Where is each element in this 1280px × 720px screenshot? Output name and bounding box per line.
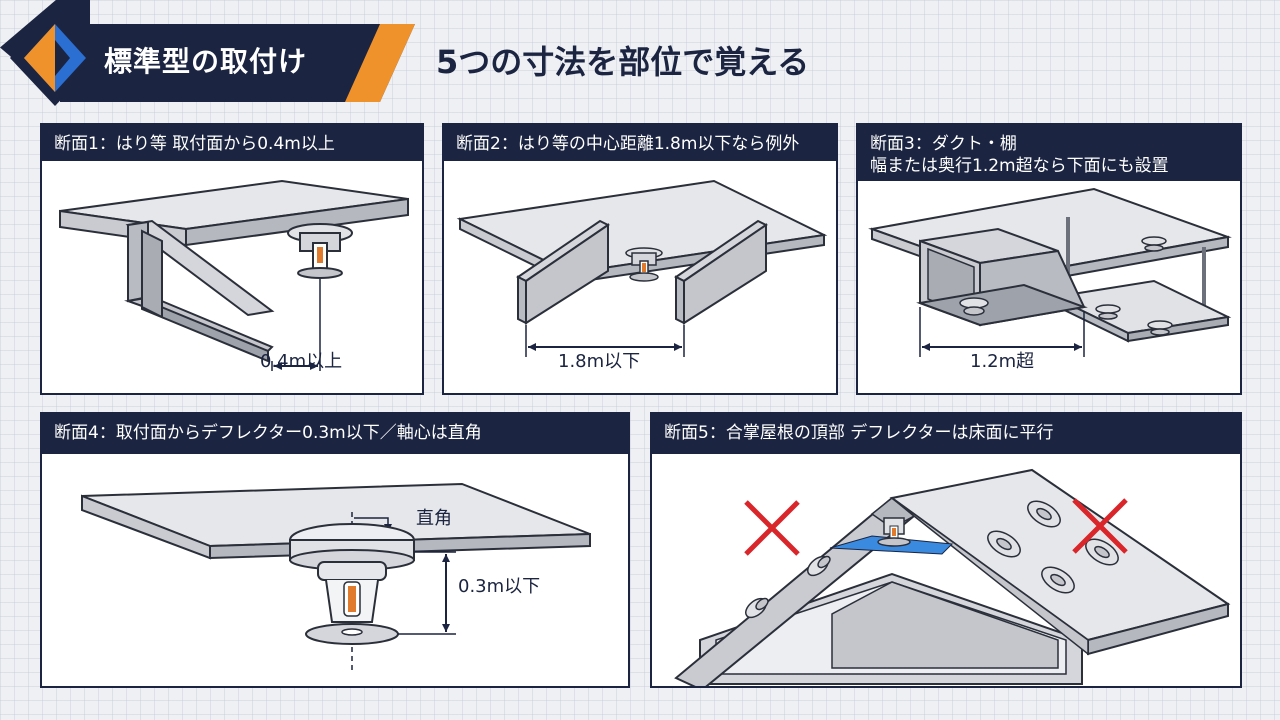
title-banner-accent — [345, 24, 415, 102]
page-title: 標準型の取付け — [104, 45, 308, 78]
panel-1-illustration — [59, 179, 409, 371]
sprinkler-head-icon — [1041, 566, 1075, 594]
panel-4-angle-label: 直角 — [416, 508, 452, 529]
panel-5-illustration — [674, 468, 1231, 686]
page-subtitle: 5つの寸法を部位で覚える — [436, 43, 810, 81]
panel-1-heading-text: 断面1：はり等 取付面から0.4m以上 — [54, 134, 335, 154]
panel-4-heading: 断面4：取付面からデフレクター0.3m以下／軸心は直角 — [42, 414, 628, 454]
sprinkler-head-icon — [1027, 500, 1061, 528]
panel-5-heading: 断面5：合掌屋根の頂部 デフレクターは床面に平行 — [652, 414, 1240, 454]
sprinkler-head-icon — [959, 297, 989, 316]
wrong-mark-x-icon — [744, 500, 800, 556]
sprinkler-head-icon — [807, 555, 831, 577]
panel-2-illustration — [456, 179, 828, 357]
header-banner — [0, 0, 415, 106]
panel-section-5: 断面5：合掌屋根の頂部 デフレクターは床面に平行 — [650, 412, 1242, 688]
panel-1-dimension-label: 0.4m以上 — [260, 351, 343, 372]
panel-section-1: 断面1：はり等 取付面から0.4m以上 0.4m以上 — [40, 123, 424, 395]
panel-3-heading-line-1: 断面3：ダクト・棚 — [870, 134, 1017, 154]
sprinkler-head-icon — [877, 517, 911, 547]
sprinkler-head-icon — [987, 530, 1021, 558]
sprinkler-head-icon — [625, 247, 663, 282]
panel-1-heading: 断面1：はり等 取付面から0.4m以上 — [42, 125, 422, 161]
panel-4-heading-text: 断面4：取付面からデフレクター0.3m以下／軸心は直角 — [54, 423, 482, 443]
panel-2-heading: 断面2：はり等の中心距離1.8m以下なら例外 — [444, 125, 836, 161]
logo-mark-icon — [10, 10, 100, 106]
sprinkler-head-icon — [1085, 538, 1119, 566]
title-banner-shape — [60, 24, 415, 102]
panel-4-dimension-label: 0.3m以下 — [458, 576, 541, 597]
panel-section-3: 断面3：ダクト・棚 幅または奥行1.2m超なら下面にも設置 — [856, 123, 1242, 395]
panel-3-dimension-label: 1.2m超 — [970, 351, 1035, 372]
sprinkler-head-icon — [745, 597, 769, 619]
panel-section-4: 断面4：取付面からデフレクター0.3m以下／軸心は直角 直角 0.3 — [40, 412, 630, 688]
panel-3-illustration — [868, 187, 1232, 357]
panel-2-dimension-label: 1.8m以下 — [558, 351, 641, 372]
sprinkler-head-icon — [1141, 236, 1167, 252]
panel-2-heading-text: 断面2：はり等の中心距離1.8m以下なら例外 — [456, 134, 800, 154]
panel-4-illustration — [81, 482, 591, 670]
panel-3-heading: 断面3：ダクト・棚 幅または奥行1.2m超なら下面にも設置 — [858, 125, 1240, 181]
panel-3-heading-line-2: 幅または奥行1.2m超なら下面にも設置 — [870, 156, 1169, 176]
sprinkler-head-icon — [1095, 304, 1121, 320]
sprinkler-head-icon — [287, 223, 353, 279]
sprinkler-head-icon — [1147, 320, 1173, 336]
sprinkler-head-icon — [289, 523, 415, 645]
panel-5-heading-text: 断面5：合掌屋根の頂部 デフレクターは床面に平行 — [664, 423, 1054, 443]
panel-section-2: 断面2：はり等の中心距離1.8m以下なら例外 1.8m以下 — [442, 123, 838, 395]
wrong-mark-x-icon — [1072, 498, 1128, 554]
